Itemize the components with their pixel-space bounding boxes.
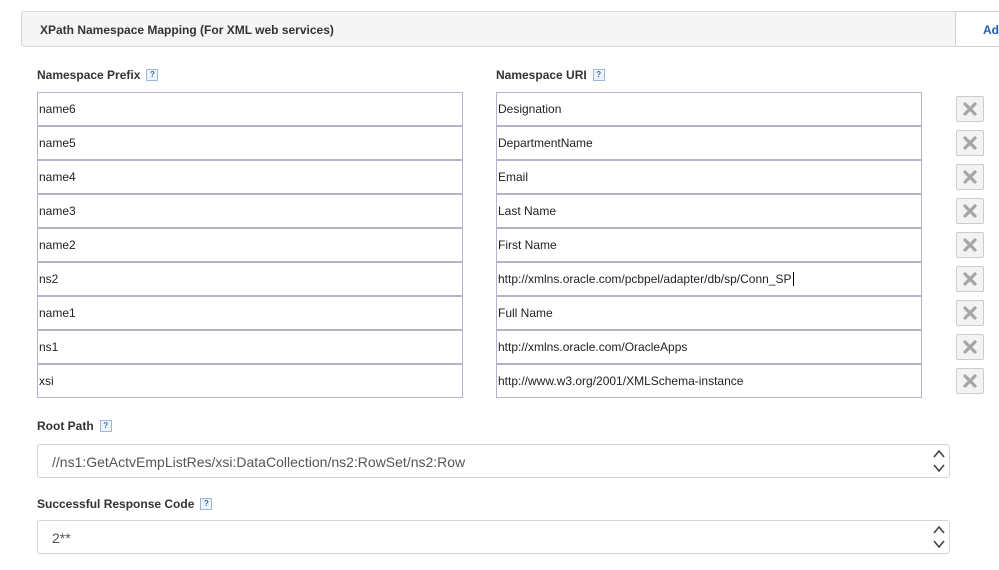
namespace-prefix-input[interactable]: name3 xyxy=(37,194,463,228)
close-x-icon xyxy=(963,238,977,252)
spinner-updown-icon[interactable] xyxy=(932,447,946,475)
close-x-icon xyxy=(963,102,977,116)
mapping-row: name6 Designation xyxy=(37,92,987,126)
close-x-icon xyxy=(963,204,977,218)
delete-mapping-button[interactable] xyxy=(956,96,984,122)
delete-mapping-button[interactable] xyxy=(956,334,984,360)
close-x-icon xyxy=(963,340,977,354)
namespace-prefix-label-text: Namespace Prefix xyxy=(37,68,141,82)
root-path-value: //ns1:GetActvEmpListRes/xsi:DataCollecti… xyxy=(52,454,466,470)
mapping-row: xsi http://www.w3.org/2001/XMLSchema-ins… xyxy=(37,364,987,398)
text-caret xyxy=(792,272,794,286)
mapping-row: name2 First Name xyxy=(37,228,987,262)
namespace-uri-input[interactable]: http://www.w3.org/2001/XMLSchema-instanc… xyxy=(496,364,922,398)
help-icon[interactable]: ? xyxy=(200,498,213,510)
namespace-uri-input[interactable]: http://xmlns.oracle.com/OracleApps xyxy=(496,330,922,364)
namespace-uri-input[interactable]: First Name xyxy=(496,228,922,262)
namespace-uri-input[interactable]: DepartmentName xyxy=(496,126,922,160)
namespace-uri-input[interactable]: Designation xyxy=(496,92,922,126)
delete-mapping-button[interactable] xyxy=(956,368,984,394)
response-code-label-text: Successful Response Code xyxy=(37,497,195,511)
help-icon[interactable]: ? xyxy=(99,420,112,432)
namespace-prefix-input[interactable]: name5 xyxy=(37,126,463,160)
root-path-label: Root Path ? xyxy=(37,419,112,433)
namespace-uri-value: http://xmlns.oracle.com/pcbpel/adapter/d… xyxy=(498,272,792,286)
section-header: XPath Namespace Mapping (For XML web ser… xyxy=(21,11,999,47)
namespace-prefix-input[interactable]: name1 xyxy=(37,296,463,330)
mapping-row: name3 Last Name xyxy=(37,194,987,228)
response-code-label: Successful Response Code ? xyxy=(37,497,213,511)
namespace-prefix-input[interactable]: name2 xyxy=(37,228,463,262)
namespace-uri-input[interactable]: Email xyxy=(496,160,922,194)
close-x-icon xyxy=(963,136,977,150)
root-path-field[interactable]: //ns1:GetActvEmpListRes/xsi:DataCollecti… xyxy=(37,444,950,478)
close-x-icon xyxy=(963,374,977,388)
namespace-prefix-input[interactable]: name4 xyxy=(37,160,463,194)
section-title: XPath Namespace Mapping (For XML web ser… xyxy=(40,23,334,37)
namespace-prefix-label: Namespace Prefix ? xyxy=(37,68,159,82)
root-path-label-text: Root Path xyxy=(37,419,94,433)
delete-mapping-button[interactable] xyxy=(956,232,984,258)
help-icon[interactable]: ? xyxy=(146,69,159,81)
namespace-uri-label-text: Namespace URI xyxy=(496,68,587,82)
namespace-prefix-input[interactable]: ns1 xyxy=(37,330,463,364)
namespace-prefix-input[interactable]: ns2 xyxy=(37,262,463,296)
delete-mapping-button[interactable] xyxy=(956,300,984,326)
delete-mapping-button[interactable] xyxy=(956,130,984,156)
namespace-prefix-input[interactable]: name6 xyxy=(37,92,463,126)
mapping-row: name1 Full Name xyxy=(37,296,987,330)
namespace-uri-input[interactable]: Last Name xyxy=(496,194,922,228)
delete-mapping-button[interactable] xyxy=(956,164,984,190)
add-mapping-button[interactable]: Ad xyxy=(955,11,999,47)
delete-mapping-button[interactable] xyxy=(956,266,984,292)
mapping-row: ns1 http://xmlns.oracle.com/OracleApps xyxy=(37,330,987,364)
spinner-updown-icon[interactable] xyxy=(932,523,946,551)
namespace-prefix-input[interactable]: xsi xyxy=(37,364,463,398)
close-x-icon xyxy=(963,272,977,286)
namespace-uri-input[interactable]: Full Name xyxy=(496,296,922,330)
namespace-uri-input-focused[interactable]: http://xmlns.oracle.com/pcbpel/adapter/d… xyxy=(496,262,922,296)
close-x-icon xyxy=(963,170,977,184)
delete-mapping-button[interactable] xyxy=(956,198,984,224)
namespace-uri-label: Namespace URI ? xyxy=(496,68,605,82)
mapping-row: name5 DepartmentName xyxy=(37,126,987,160)
response-code-value: 2** xyxy=(52,530,71,546)
mapping-row: ns2 http://xmlns.oracle.com/pcbpel/adapt… xyxy=(37,262,987,296)
mapping-row: name4 Email xyxy=(37,160,987,194)
response-code-field[interactable]: 2** xyxy=(37,520,950,554)
help-icon[interactable]: ? xyxy=(592,69,605,81)
close-x-icon xyxy=(963,306,977,320)
